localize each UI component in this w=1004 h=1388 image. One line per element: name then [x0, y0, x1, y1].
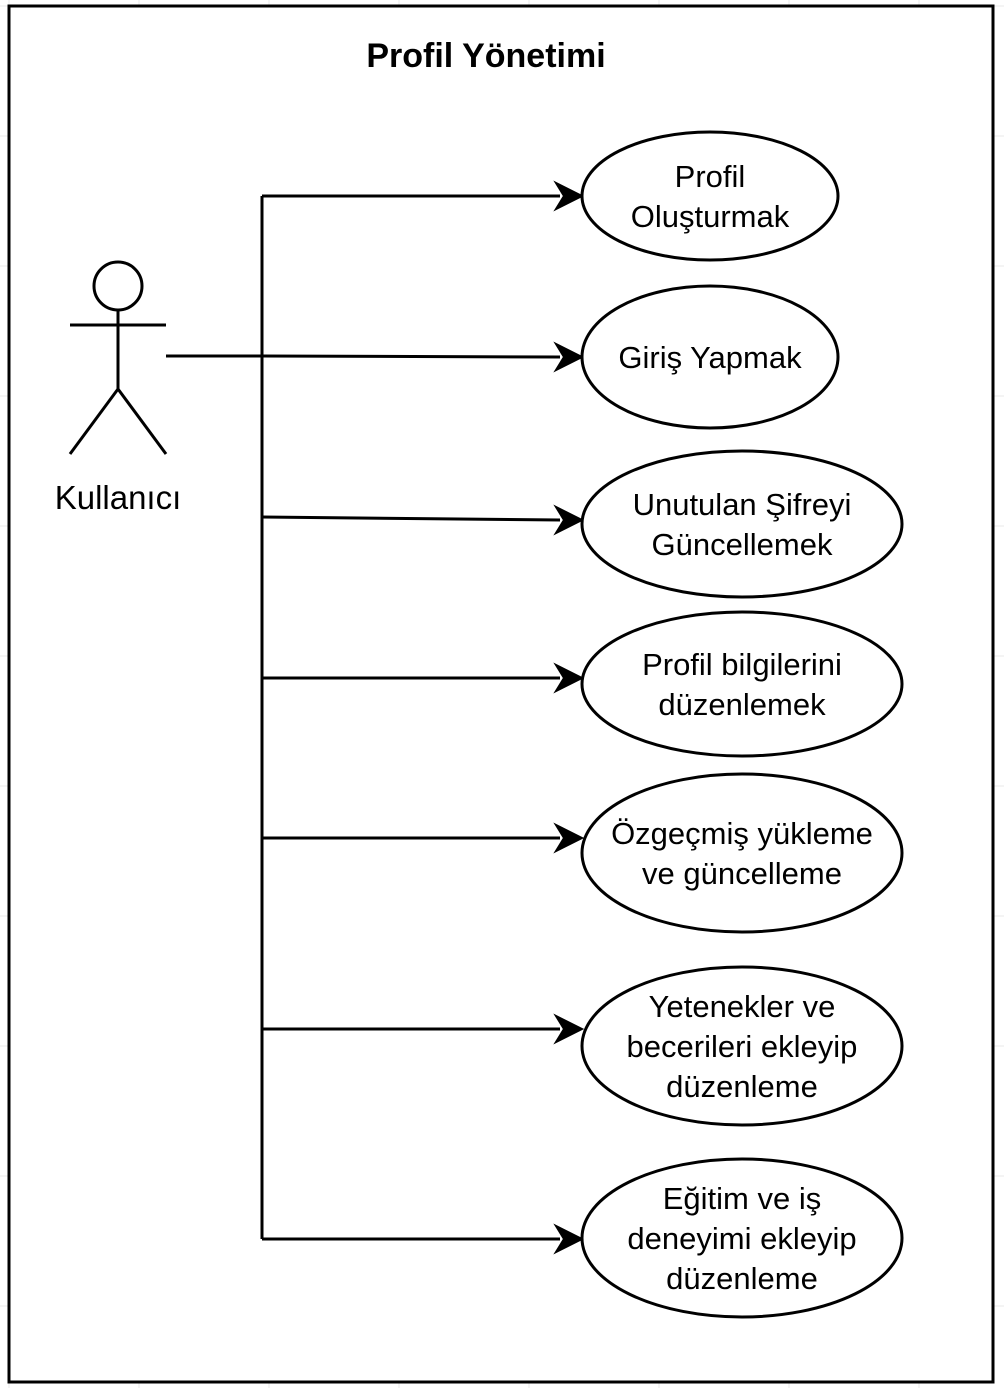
use-case-ellipse: [580, 449, 904, 599]
actor-right-leg: [116, 388, 168, 455]
arrow-head: [553, 1223, 585, 1255]
arrow-head: [553, 662, 585, 694]
actor-left-leg: [68, 388, 120, 455]
arrow-head: [553, 180, 585, 212]
use-case-label: deneyimi ekleyip: [627, 1221, 856, 1256]
use-case-egitim-ve-is-deneyimi[interactable]: Eğitim ve iş deneyimi ekleyip düzenleme: [580, 1157, 904, 1319]
use-case-ellipse: [580, 130, 840, 262]
use-case-ellipse: [580, 284, 840, 430]
use-case-yetenekler-ve-beceriler[interactable]: Yetenekler ve becerileri ekleyip düzenleme: [580, 965, 904, 1127]
use-case-label: Oluşturmak: [631, 199, 790, 234]
arrow-head: [553, 822, 585, 854]
use-case-giris-yapmak[interactable]: Giriş Yapmak: [580, 284, 840, 430]
use-case-label: Profil: [675, 159, 746, 194]
use-case-ellipse: [580, 772, 904, 934]
actor: Kullanıcı: [55, 260, 182, 516]
use-case-label: Yetenekler ve: [649, 989, 836, 1024]
use-case-label: Eğitim ve iş: [663, 1181, 821, 1216]
use-case-ellipse: [580, 965, 904, 1127]
associations: [166, 180, 585, 1255]
use-case-label: düzenleme: [666, 1069, 818, 1104]
diagram-title: Profil Yönetimi: [366, 37, 605, 75]
use-case-label: Profil bilgilerini: [642, 647, 842, 682]
use-case-ellipse: [580, 610, 904, 758]
arrow-head: [553, 1013, 585, 1045]
use-case-label: düzenlemek: [658, 687, 826, 722]
use-case-ozgecmis-yukleme[interactable]: Özgeçmiş yükleme ve güncelleme: [580, 772, 904, 934]
use-case-label: ve güncelleme: [642, 856, 842, 891]
use-case-label: Özgeçmiş yükleme: [611, 816, 873, 851]
use-case-label: becerileri ekleyip: [627, 1029, 858, 1064]
arrow-head: [553, 504, 585, 536]
use-case-label: Güncellemek: [652, 527, 833, 562]
use-case-profil-bilgilerini-duzenlemek[interactable]: Profil bilgilerini düzenlemek: [580, 610, 904, 758]
use-case-label: düzenleme: [666, 1261, 818, 1296]
association-line: [261, 515, 561, 522]
actor-label: Kullanıcı: [55, 479, 182, 516]
use-case-ellipse: [580, 1157, 904, 1319]
arrow-head: [553, 341, 585, 373]
stick-figure-icon: [68, 260, 168, 455]
association-line: [261, 354, 561, 359]
use-case-label: Unutulan Şifreyi: [633, 487, 852, 522]
use-case-label: Giriş Yapmak: [618, 340, 802, 375]
